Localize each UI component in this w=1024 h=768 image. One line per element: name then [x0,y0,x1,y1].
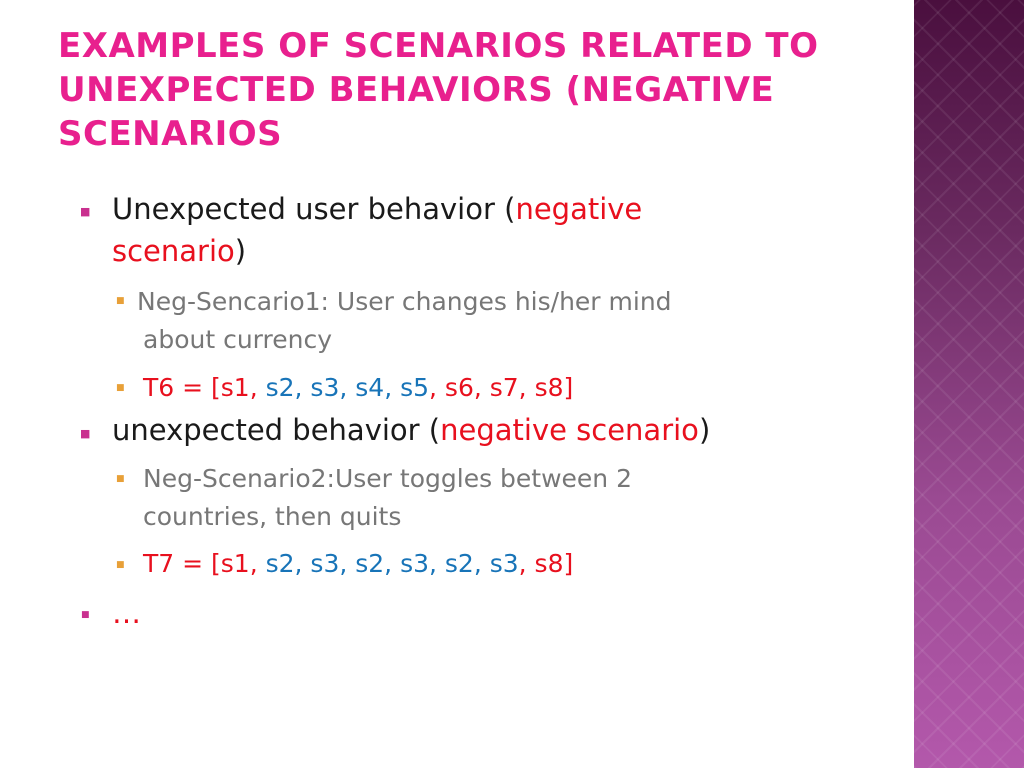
bullet-square-icon: ■ [80,205,91,218]
trace-label: T6 = [s1, [143,373,258,402]
sub-item-2a-line-2: countries, then quits [143,502,402,531]
trace-states: s2, s3, s2, s3, s2, s3 [257,549,519,578]
sub-item-1a-line-1: Neg-Sencario1: User changes his/her mind [137,287,672,316]
sub-item-1a-line-2: about currency [143,325,333,354]
list-item-3-ellipsis: … [112,596,141,630]
trace-tail: , s8] [518,549,574,578]
bullet-square-icon: ■ [80,427,91,440]
list-item-1-prefix: Unexpected user behavior ( [112,192,516,226]
bullet-small-square-icon: ■ [116,560,125,570]
trace-state: s4, [347,373,393,402]
title-line-1: EXAMPLES OF SCENARIOS RELATED TO [58,26,819,66]
list-item-1-line-2: scenario) [112,234,246,268]
title-line-2: UNEXPECTED BEHAVIORS (NEGATIVE [58,70,775,110]
sub-item-2a-line-1: Neg-Scenario2:User toggles between 2 [143,464,633,493]
list-item-2-prefix: unexpected behavior ( [112,413,441,447]
bullet-small-square-icon: ■ [116,474,125,484]
trace-state: s3, [302,373,348,402]
slide-title: EXAMPLES OF SCENARIOS RELATED TO UNEXPEC… [58,24,898,156]
sub-item-2b-trace: T7 = [s1, s2, s3, s2, s3, s2, s3, s8] [143,549,573,578]
list-item-2: unexpected behavior (negative scenario) [112,413,710,447]
list-item-1-highlight-b: scenario [112,234,235,268]
trace-state: s5 [392,373,430,402]
trace-label: T7 = [s1, [143,549,258,578]
decorative-side-band [914,0,1024,768]
title-line-3: SCENARIOS [58,114,283,154]
bullet-small-square-icon: ■ [81,610,90,620]
sub-item-1b-trace: T6 = [s1, s2, s3, s4, s5, s6, s7, s8] [143,373,573,402]
list-item-1-highlight-a: negative [515,192,643,226]
list-item-2-suffix: ) [698,413,711,447]
trace-state: s2, [257,373,303,402]
trace-tail: , s6, s7, s8] [429,373,574,402]
list-item-2-highlight: negative scenario [440,413,699,447]
bullet-small-square-icon: ■ [116,383,125,393]
list-item-1-suffix: ) [234,234,247,268]
slide: EXAMPLES OF SCENARIOS RELATED TO UNEXPEC… [58,24,898,630]
bullet-small-square-icon: ■ [116,296,125,306]
list-item-1-line-1: Unexpected user behavior (negative [112,192,642,226]
